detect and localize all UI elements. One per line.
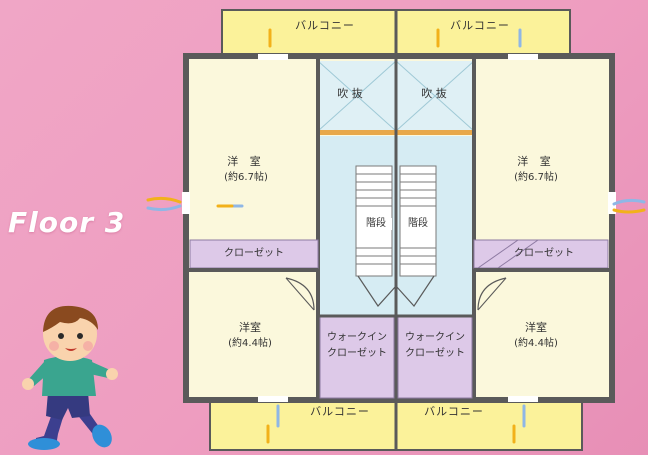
stairs-right-label: 階段	[402, 218, 434, 230]
closet-right	[473, 239, 609, 269]
airflow-right-icon	[612, 198, 646, 214]
room-large-right-name: 洋 室	[517, 155, 555, 168]
balcony-bottom-right-label: バルコニー	[424, 405, 484, 418]
void-left-label: 吹 抜	[337, 87, 363, 100]
room-large-left-size: (約6.7帖)	[224, 172, 268, 183]
room-small-right-size: (約4.4帖)	[514, 338, 558, 349]
walkin-closet-right	[397, 315, 473, 399]
balcony-bottom-right	[395, 397, 583, 451]
balcony-bottom-left-label: バルコニー	[310, 405, 370, 418]
closet-right-label: クローゼット	[514, 248, 574, 259]
floor-label: Floor 3	[8, 206, 126, 239]
walkin-right-line2: クローゼット	[405, 348, 465, 359]
walkin-closet-left	[319, 315, 395, 399]
room-large-left-name: 洋 室	[227, 155, 265, 168]
room-small-left-size: (約4.4帖)	[228, 338, 272, 349]
balcony-top-right-label: バルコニー	[450, 19, 510, 32]
boy-illustration	[22, 305, 118, 450]
floor-plan	[182, 9, 616, 451]
balcony-bottom-left	[209, 397, 397, 451]
airflow-left-icon	[146, 196, 182, 212]
walkin-right-line1: ウォークイン	[405, 332, 465, 343]
walkin-left-line1: ウォークイン	[327, 332, 387, 343]
balcony-top-left	[221, 9, 397, 59]
room-small-left-name: 洋室	[239, 321, 261, 334]
closet-left	[189, 239, 319, 269]
room-large-right-size: (約6.7帖)	[514, 172, 558, 183]
balcony-top-left-label: バルコニー	[295, 19, 355, 32]
stairs-left-label: 階段	[360, 218, 392, 230]
walkin-left-line2: クローゼット	[327, 348, 387, 359]
room-small-right-name: 洋室	[525, 321, 547, 334]
closet-left-label: クローゼット	[224, 248, 284, 259]
balcony-top-right	[395, 9, 571, 59]
void-right-label: 吹 抜	[421, 87, 447, 100]
